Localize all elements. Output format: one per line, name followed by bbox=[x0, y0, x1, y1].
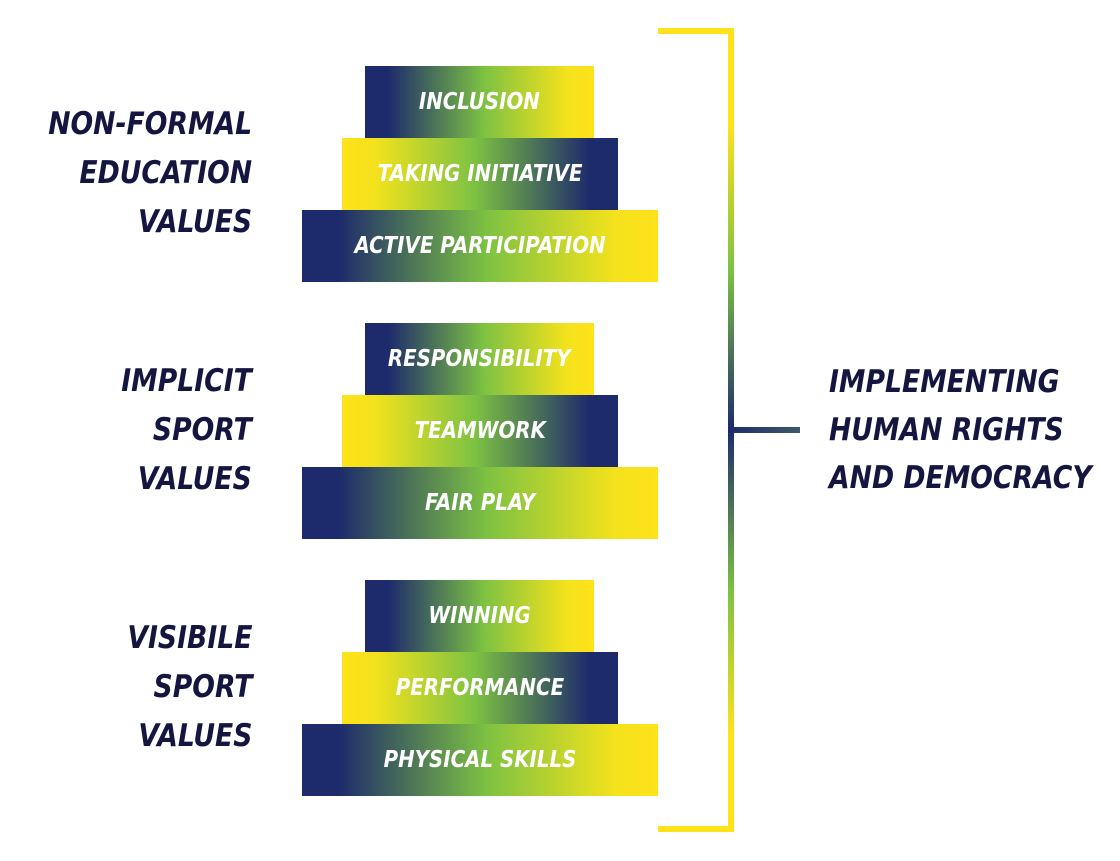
tier-label: RESPONSIBILITY bbox=[388, 346, 571, 372]
group-label-line: VISIBILE bbox=[126, 620, 252, 656]
group-label-line: SPORT bbox=[153, 669, 252, 705]
tier-inclusion: INCLUSION bbox=[365, 66, 594, 138]
tier-physical-skills: PHYSICAL SKILLS bbox=[302, 724, 658, 796]
tier-label: INCLUSION bbox=[419, 89, 540, 115]
group-label-visibile-sport-values: VISIBILE SPORT VALUES bbox=[127, 614, 252, 761]
group-label-line: NON-FORMAL bbox=[48, 106, 252, 142]
tier-label: PERFORMANCE bbox=[395, 675, 565, 701]
group-label-non-formal-education-values: NON-FORMAL EDUCATION VALUES bbox=[48, 100, 252, 247]
group-label-line: SPORT bbox=[153, 412, 252, 448]
outcome-label-line: HUMAN RIGHTS bbox=[829, 412, 1064, 448]
bracket-top-arm bbox=[658, 28, 734, 34]
tier-label: PHYSICAL SKILLS bbox=[383, 747, 577, 773]
group-label-line: VALUES bbox=[137, 718, 252, 754]
tier-label: WINNING bbox=[428, 603, 531, 629]
tier-label: FAIR PLAY bbox=[424, 490, 536, 516]
tier-label: ACTIVE PARTICIPATION bbox=[354, 233, 606, 259]
tier-teamwork: TEAMWORK bbox=[342, 395, 618, 467]
group-label-line: VALUES bbox=[137, 461, 252, 497]
tier-fair-play: FAIR PLAY bbox=[302, 467, 658, 539]
tier-label: TEAMWORK bbox=[414, 418, 546, 444]
tier-label: TAKING INITIATIVE bbox=[377, 161, 583, 187]
bracket-pointer bbox=[728, 427, 800, 433]
tier-winning: WINNING bbox=[365, 580, 594, 652]
outcome-label-line: AND DEMOCRACY bbox=[829, 460, 1092, 496]
outcome-label: IMPLEMENTING HUMAN RIGHTS AND DEMOCRACY bbox=[829, 358, 1092, 502]
tier-performance: PERFORMANCE bbox=[342, 652, 618, 724]
outcome-label-line: IMPLEMENTING bbox=[829, 364, 1060, 400]
group-label-line: VALUES bbox=[137, 204, 252, 240]
tier-taking-initiative: TAKING INITIATIVE bbox=[342, 138, 618, 210]
group-label-line: IMPLICIT bbox=[121, 363, 252, 399]
group-label-implicit-sport-values: IMPLICIT SPORT VALUES bbox=[121, 357, 252, 504]
tier-active-participation: ACTIVE PARTICIPATION bbox=[302, 210, 658, 282]
tier-responsibility: RESPONSIBILITY bbox=[365, 323, 594, 395]
bracket-bottom-arm bbox=[658, 826, 734, 832]
group-label-line: EDUCATION bbox=[79, 155, 252, 191]
